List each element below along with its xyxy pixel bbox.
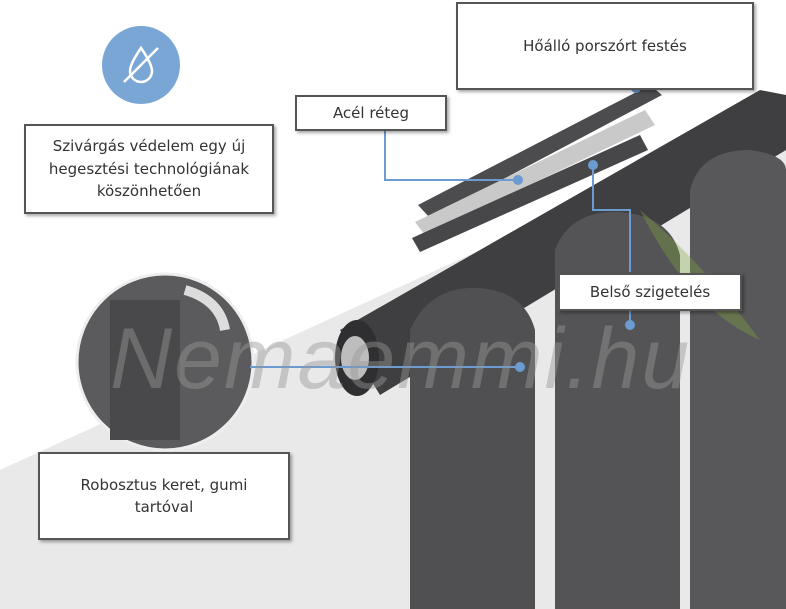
label-frame: Robosztus keret, gumi tartóval xyxy=(38,452,290,540)
label-leak-protection: Szivárgás védelem egy új hegesztési tech… xyxy=(24,124,274,214)
radiator-column xyxy=(410,150,786,609)
droplet-icon xyxy=(102,26,180,104)
detail-magnifier xyxy=(75,272,255,452)
label-steel: Acél réteg xyxy=(295,95,447,131)
label-insulation: Belső szigetelés xyxy=(558,273,742,311)
label-coating: Hőálló porszórt festés xyxy=(456,2,754,90)
watermark-logo: Nemaemmi.hu xyxy=(110,311,692,407)
valve-cap xyxy=(341,336,369,380)
